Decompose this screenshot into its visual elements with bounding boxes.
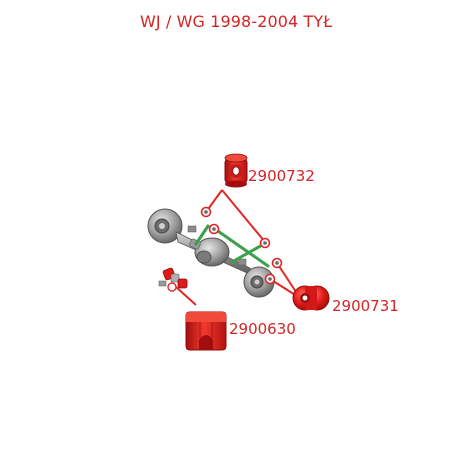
part-number-2900731: 2900731 <box>332 297 399 315</box>
callout-line-2900630 <box>175 286 197 306</box>
part-number-2900630: 2900630 <box>229 320 296 338</box>
part-number-2900732: 2900732 <box>248 167 315 185</box>
bushing-2900630-icon <box>185 311 227 351</box>
callout-line-2900732-right <box>221 189 266 243</box>
diagram-title: WJ / WG 1998-2004 TYŁ <box>140 12 333 31</box>
bushing-2900731-icon <box>292 285 330 311</box>
rear-axle <box>147 208 275 298</box>
control-arms <box>194 224 270 268</box>
lower-link <box>213 227 270 268</box>
bushing-2900732-icon <box>224 153 248 188</box>
upper-link-left <box>194 224 210 246</box>
upper-link-right <box>230 242 266 264</box>
sway-bar-link-inset <box>158 267 188 292</box>
